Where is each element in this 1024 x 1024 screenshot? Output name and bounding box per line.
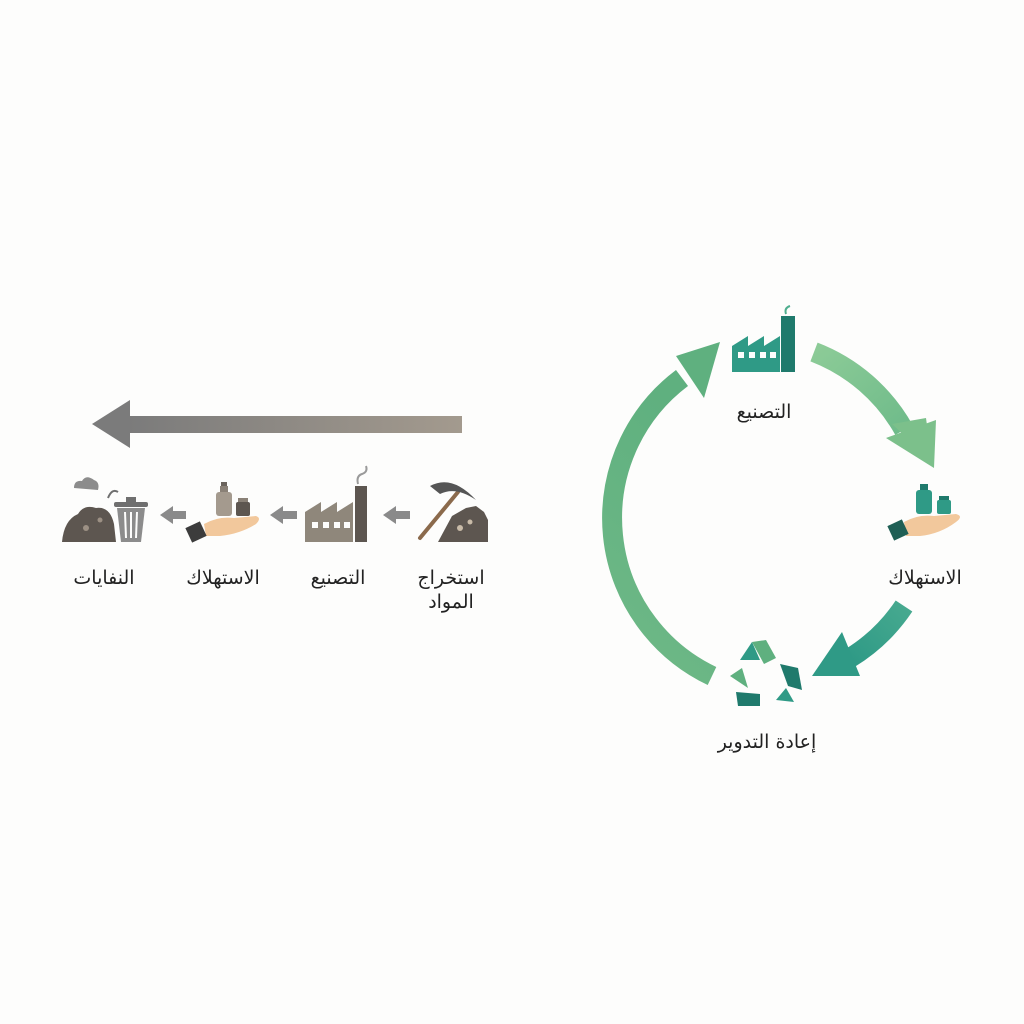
linear-step-arrow [160,506,186,524]
circular-step-label: التصنيع [736,401,792,423]
circular-arrow-manufacturing-to-consumption [810,342,936,468]
pickaxe-rock-icon [418,482,488,542]
circular-arrow-recycle-to-manufacturing [602,342,720,686]
linear-step-label: التصنيع [310,567,366,589]
recycle-icon [730,640,802,706]
circular-step-label: الاستهلاك [888,567,962,589]
linear-step-label: النفايات [73,567,135,589]
linear-step-label: الاستهلاك [186,567,260,589]
factory-icon [305,465,368,542]
linear-step-label: استخراج المواد [417,567,485,613]
hand-products-icon [887,484,960,541]
circular-arrow-consumption-to-recycling [812,600,913,676]
hand-products-icon [185,482,259,543]
linear-direction-arrow [92,400,462,448]
trash-waste-icon [62,477,148,542]
circular-step-label: إعادة التدوير [717,731,817,753]
linear-step-arrow [270,506,297,524]
factory-icon [732,305,795,372]
linear-step-arrow [383,506,410,524]
